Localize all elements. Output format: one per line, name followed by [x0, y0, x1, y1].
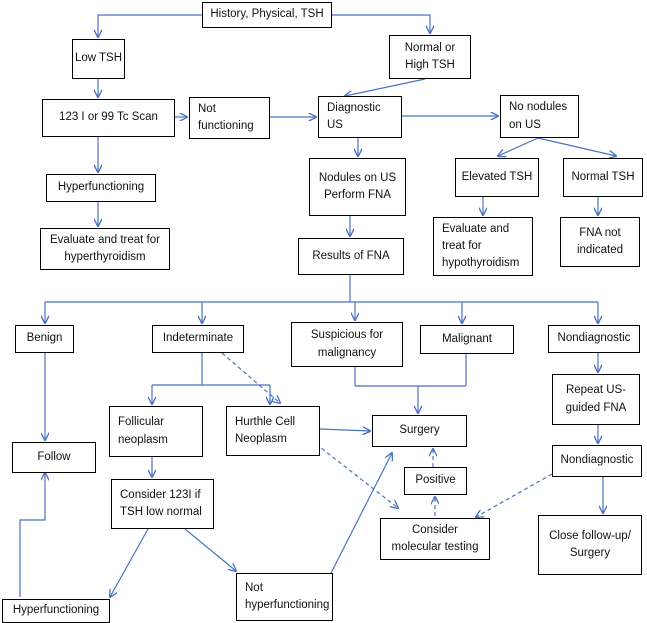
- node-evaluate-hypo-label: Evaluate and treat for hypothyroidism: [442, 222, 520, 270]
- node-indeterminate-label: Indeterminate: [162, 332, 234, 345]
- connector-consider-nothyper: [184, 528, 236, 571]
- node-repeat-us: Repeat US- guided FNA: [552, 374, 640, 425]
- node-results-fna-label: Results of FNA: [312, 249, 390, 262]
- node-not-hyperfunctioning-label: Not hyperfunctioning: [245, 581, 330, 611]
- node-diagnostic-us: Diagnostic US: [318, 96, 402, 138]
- connector-nothyper-surgery: [329, 453, 392, 576]
- node-nondiagnostic-top: Nondiagnostic: [548, 325, 640, 353]
- node-scan: 123 I or 99 Tc Scan: [42, 99, 175, 137]
- node-no-nodules: No nodules on US: [500, 95, 579, 138]
- connector-hyperbottom-follow: [19, 473, 45, 597]
- node-follicular: Follicular neoplasm: [109, 406, 203, 457]
- node-evaluate-hyper: Evaluate and treat for hyperthyroidism: [40, 228, 170, 270]
- node-elevated-tsh-label: Elevated TSH: [461, 170, 533, 183]
- node-not-functioning-label: Not functioning: [198, 102, 254, 132]
- node-history: History, Physical, TSH: [202, 2, 332, 28]
- node-low-tsh: Low TSH: [72, 39, 125, 79]
- node-benign-label: Benign: [26, 332, 63, 345]
- node-hurthle: Hurthle Cell Neoplasm: [226, 406, 320, 456]
- node-molecular-label: Consider molecular testing: [391, 523, 479, 553]
- connector-normal-diag: [345, 78, 426, 96]
- node-nondiagnostic-mid-label: Nondiagnostic: [560, 454, 634, 467]
- node-close-followup: Close follow-up/ Surgery: [538, 515, 642, 575]
- node-malignant: Malignant: [420, 325, 514, 354]
- node-not-hyperfunctioning: Not hyperfunctioning: [236, 573, 333, 621]
- node-evaluate-hypo: Evaluate and treat for hypothyroidism: [433, 217, 533, 276]
- node-evaluate-hyper-label: Evaluate and treat for hyperthyroidism: [50, 233, 160, 263]
- connector-nondiag-molecular-dashed: [476, 473, 553, 517]
- connector-nonodules-elevated: [498, 137, 539, 156]
- connector-indet-hurthle-dashed: [221, 352, 280, 403]
- node-surgery-label: Surgery: [399, 424, 440, 437]
- node-fna-not-indicated: FNA not indicated: [560, 217, 640, 267]
- node-close-followup-label: Close follow-up/ Surgery: [549, 529, 631, 559]
- node-elevated-tsh: Elevated TSH: [455, 158, 539, 197]
- connector-nonodules-normaltsh: [537, 137, 616, 156]
- connector-consider-hyper: [110, 528, 149, 597]
- node-suspicious: Suspicious for malignancy: [291, 322, 403, 367]
- node-normal-high-tsh: Normal or High TSH: [389, 35, 471, 79]
- node-diagnostic-us-label: Diagnostic US: [327, 101, 381, 131]
- node-hyperfunctioning-bottom: Hyperfunctioning: [2, 599, 110, 623]
- node-history-label: History, Physical, TSH: [210, 8, 324, 21]
- node-no-nodules-label: No nodules on US: [509, 101, 568, 131]
- node-nondiagnostic-mid: Nondiagnostic: [552, 445, 642, 477]
- node-follicular-label: Follicular neoplasm: [118, 416, 168, 446]
- connector-hurthle-surgery: [319, 429, 370, 431]
- node-follow: Follow: [12, 442, 96, 473]
- node-follow-label: Follow: [37, 450, 71, 463]
- node-not-functioning: Not functioning: [189, 97, 270, 139]
- node-hyperfunctioning-top: Hyperfunctioning: [46, 174, 156, 202]
- node-normal-tsh-label: Normal TSH: [571, 170, 635, 183]
- node-positive-label: Positive: [415, 474, 456, 487]
- node-suspicious-label: Suspicious for malignancy: [310, 329, 384, 359]
- node-nodules-fna-label: Nodules on US Perform FNA: [318, 171, 397, 201]
- node-consider-123i: Consider 123I if TSH low normal: [111, 479, 214, 529]
- node-normal-tsh: Normal TSH: [563, 158, 643, 197]
- node-indeterminate: Indeterminate: [152, 325, 244, 353]
- node-low-tsh-label: Low TSH: [74, 52, 123, 65]
- node-positive: Positive: [404, 467, 467, 495]
- node-nodules-fna: Nodules on US Perform FNA: [309, 158, 406, 216]
- node-malignant-label: Malignant: [442, 332, 492, 345]
- node-consider-123i-label: Consider 123I if TSH low normal: [120, 488, 202, 518]
- connector-hurthle-molecular-dashed: [315, 443, 398, 508]
- node-hyperfunctioning-bottom-label: Hyperfunctioning: [12, 604, 100, 617]
- node-benign: Benign: [15, 325, 74, 353]
- node-molecular: Consider molecular testing: [380, 518, 490, 560]
- node-normal-high-tsh-label: Normal or High TSH: [404, 41, 456, 71]
- node-surgery: Surgery: [372, 415, 467, 447]
- connector-history-normal: [332, 14, 430, 33]
- node-results-fna: Results of FNA: [298, 238, 404, 275]
- node-fna-not-indicated-label: FNA not indicated: [576, 226, 624, 256]
- node-repeat-us-label: Repeat US- guided FNA: [565, 384, 627, 414]
- node-hurthle-label: Hurthle Cell Neoplasm: [235, 415, 296, 445]
- node-nondiagnostic-top-label: Nondiagnostic: [557, 332, 631, 345]
- node-hyperfunctioning-top-label: Hyperfunctioning: [57, 181, 145, 194]
- node-scan-label: 123 I or 99 Tc Scan: [59, 111, 158, 124]
- connector-history-low: [98, 14, 202, 37]
